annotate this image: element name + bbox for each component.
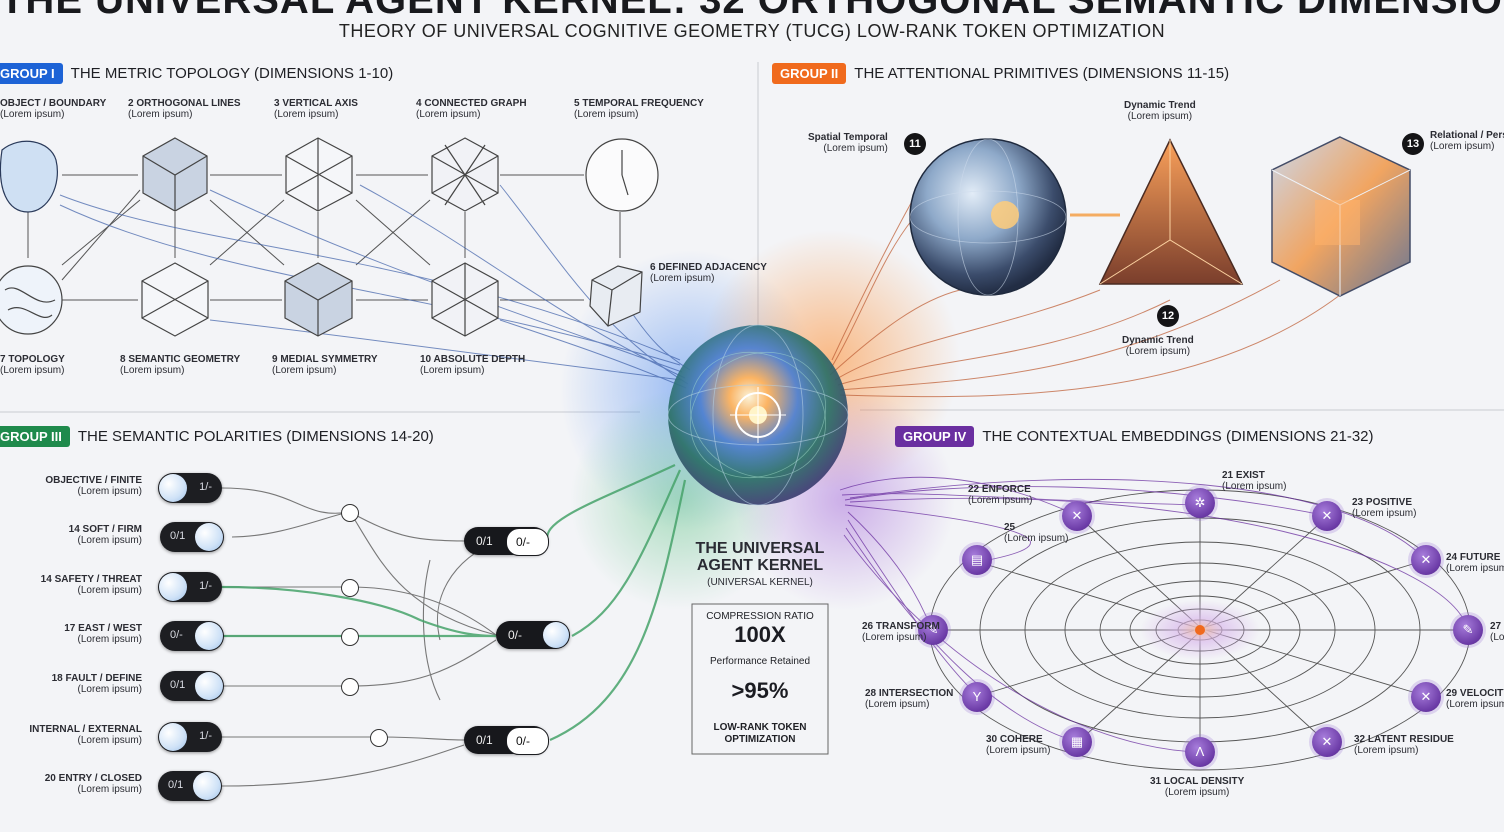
page-title: THE UNIVERSAL AGENT KERNEL: 32 ORTHOGONA… — [0, 0, 1504, 23]
group4-badge: GROUP IV — [895, 426, 974, 447]
attn-label-dynamic-top: Dynamic Trend(Lorem ipsum) — [1124, 100, 1196, 122]
context-label-32: 32 LATENT RESIDUE(Lorem ipsum) — [1354, 734, 1454, 756]
context-node-30[interactable]: ▦ — [1062, 727, 1092, 757]
context-node-21[interactable]: ✲ — [1185, 488, 1215, 518]
polarity-toggle-7[interactable]: 0/1 — [158, 771, 222, 801]
context-node-29[interactable]: ✕ — [1411, 682, 1441, 712]
metric-label-3: 3 VERTICAL AXIS(Lorem ipsum) — [274, 98, 358, 120]
polarity-toggle-2[interactable]: 0/1 — [160, 522, 224, 552]
context-node-31[interactable]: Λ — [1185, 737, 1215, 767]
attn-label-11: Spatial Temporal(Lorem ipsum) — [808, 132, 888, 154]
junction-circle — [341, 628, 359, 646]
context-node-32[interactable]: ✕ — [1312, 727, 1342, 757]
polarity-label-1: OBJECTIVE / FINITE(Lorem ipsum) — [0, 475, 142, 497]
stat2-value: >95% — [692, 678, 828, 704]
polarity-toggle-6[interactable]: 1/- — [158, 722, 222, 752]
polarity-switch-2[interactable]: 0/- — [496, 621, 570, 649]
context-label-30: 30 COHERE(Lorem ipsum) — [986, 734, 1050, 756]
context-node-23[interactable]: ✕ — [1312, 501, 1342, 531]
context-label-29: 29 VELOCITY(Lorem ipsum) — [1446, 688, 1504, 710]
group3-badge: GROUP III — [0, 426, 70, 447]
context-label-24: 24 FUTURE(Lorem ipsum) — [1446, 552, 1504, 574]
junction-circle — [341, 504, 359, 522]
attn-number-11: 11 — [904, 133, 926, 155]
junction-circle — [341, 678, 359, 696]
attn-number-12: 12 — [1157, 305, 1179, 327]
group3-title: THE SEMANTIC POLARITIES (DIMENSIONS 14-2… — [78, 428, 434, 445]
context-label-27: 27(Lorem ipsum) — [1490, 621, 1504, 643]
group4-title: THE CONTEXTUAL EMBEDDINGS (DIMENSIONS 21… — [982, 428, 1373, 445]
context-label-28: 28 INTERSECTION(Lorem ipsum) — [865, 688, 953, 710]
context-label-31: 31 LOCAL DENSITY(Lorem ipsum) — [1150, 776, 1244, 798]
junction-circle — [370, 729, 388, 747]
polarity-switch-3[interactable]: 0/1 0/- — [464, 726, 548, 754]
page-subtitle: THEORY OF UNIVERSAL COGNITIVE GEOMETRY (… — [0, 21, 1504, 42]
kernel-footer: LOW-RANK TOKEN OPTIMIZATION — [700, 722, 820, 746]
junction-circle — [341, 579, 359, 597]
metric-label-6: 6 DEFINED ADJACENCY(Lorem ipsum) — [650, 262, 767, 284]
group2-header: GROUP II THE ATTENTIONAL PRIMITIVES (DIME… — [772, 63, 1229, 84]
stat1-value: 100X — [692, 622, 828, 648]
polarity-switch-1[interactable]: 0/1 0/- — [464, 527, 548, 555]
context-node-28[interactable]: Y — [962, 682, 992, 712]
polarity-label-2: 14 SOFT / FIRM(Lorem ipsum) — [0, 524, 142, 546]
group2-badge: GROUP II — [772, 63, 846, 84]
polarity-toggle-1[interactable]: 1/- — [158, 473, 222, 503]
group2-title: THE ATTENTIONAL PRIMITIVES (DIMENSIONS 1… — [854, 65, 1229, 82]
context-label-25: 25(Lorem ipsum) — [1004, 522, 1068, 544]
stat2-label: Performance Retained — [692, 656, 828, 667]
kernel-title: THE UNIVERSAL AGENT KERNEL (UNIVERSAL KE… — [660, 540, 860, 591]
polarity-label-4: 17 EAST / WEST(Lorem ipsum) — [0, 623, 142, 645]
metric-label-7: 7 TOPOLOGY(Lorem ipsum) — [0, 354, 65, 376]
context-label-21: 21 EXIST(Lorem ipsum) — [1222, 470, 1286, 492]
group1-header: GROUP I THE METRIC TOPOLOGY (DIMENSIONS 1… — [0, 63, 393, 84]
polarity-toggle-5[interactable]: 0/1 — [160, 671, 224, 701]
group1-badge: GROUP I — [0, 63, 63, 84]
stat1-label: COMPRESSION RATIO — [692, 611, 828, 622]
context-node-24[interactable]: ✕ — [1411, 545, 1441, 575]
polarity-toggle-3[interactable]: 1/- — [158, 572, 222, 602]
context-label-26: 26 TRANSFORM(Lorem ipsum) — [862, 621, 940, 643]
context-label-23: 23 POSITIVE(Lorem ipsum) — [1352, 497, 1416, 519]
polarity-label-3: 14 SAFETY / THREAT(Lorem ipsum) — [0, 574, 142, 596]
context-node-25[interactable]: ▤ — [962, 545, 992, 575]
attn-label-12: Dynamic Trend(Lorem ipsum) — [1122, 335, 1194, 357]
polarity-label-5: 18 FAULT / DEFINE(Lorem ipsum) — [0, 673, 142, 695]
metric-label-1: OBJECT / BOUNDARY(Lorem ipsum) — [0, 98, 106, 120]
context-label-22: 22 ENFORCE(Lorem ipsum) — [968, 484, 1032, 506]
polarity-label-6: INTERNAL / EXTERNAL(Lorem ipsum) — [0, 724, 142, 746]
group1-title: THE METRIC TOPOLOGY (DIMENSIONS 1-10) — [71, 65, 394, 82]
metric-label-8: 8 SEMANTIC GEOMETRY(Lorem ipsum) — [120, 354, 240, 376]
polarity-toggle-4[interactable]: 0/- — [160, 621, 224, 651]
kernel-sphere — [667, 325, 848, 505]
metric-label-2: 2 ORTHOGONAL LINES(Lorem ipsum) — [128, 98, 241, 120]
attn-number-13: 13 — [1402, 133, 1424, 155]
metric-label-9: 9 MEDIAL SYMMETRY(Lorem ipsum) — [272, 354, 378, 376]
context-node-27[interactable]: ✎ — [1453, 615, 1483, 645]
polarity-label-7: 20 ENTRY / CLOSED(Lorem ipsum) — [0, 773, 142, 795]
metric-label-5: 5 TEMPORAL FREQUENCY(Lorem ipsum) — [574, 98, 704, 120]
metric-label-4: 4 CONNECTED GRAPH(Lorem ipsum) — [416, 98, 527, 120]
attentional-shapes — [910, 137, 1410, 296]
metric-label-10: 10 ABSOLUTE DEPTH(Lorem ipsum) — [420, 354, 525, 376]
group3-header: GROUP III THE SEMANTIC POLARITIES (DIMENS… — [0, 426, 434, 447]
group4-header: GROUP IV THE CONTEXTUAL EMBEDDINGS (DIMEN… — [895, 426, 1374, 447]
attn-label-13: Relational / Perspective(Lorem ipsum) — [1430, 130, 1504, 152]
